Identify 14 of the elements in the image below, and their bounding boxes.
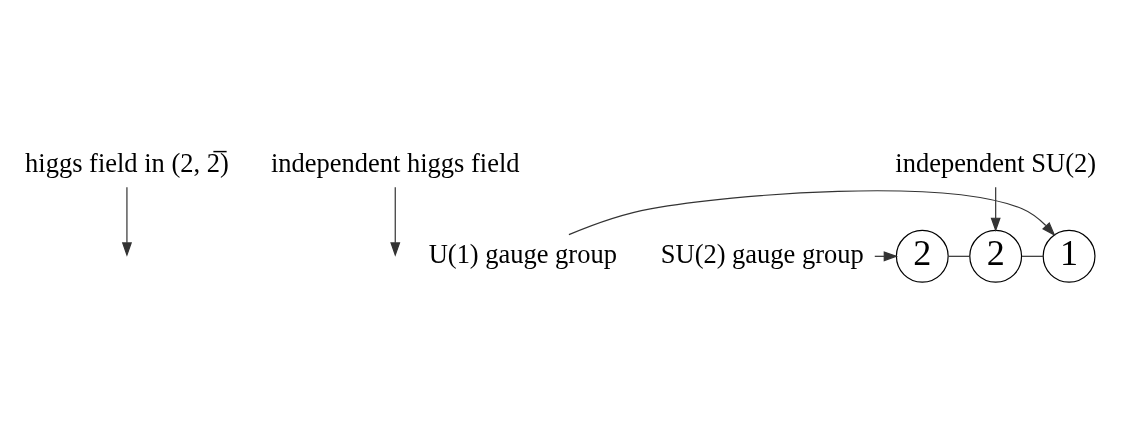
node-text: U(1) gauge group (428, 238, 617, 269)
node-text: SU(2) gauge group (660, 238, 864, 269)
arrow (568, 189, 1056, 236)
node-text: independent SU(2) (895, 147, 1097, 178)
connector (948, 255, 971, 257)
node-text: higgs field in (2, 2̅) (25, 147, 229, 178)
node-circle: 2 (895, 229, 949, 283)
arrow (121, 186, 132, 257)
arrow (990, 186, 1001, 232)
connector (1021, 255, 1044, 257)
node-text: independent higgs field (271, 147, 520, 178)
node-circle: 1 (1042, 229, 1096, 283)
arrow (390, 186, 401, 257)
node-circle: 2 (969, 229, 1023, 283)
